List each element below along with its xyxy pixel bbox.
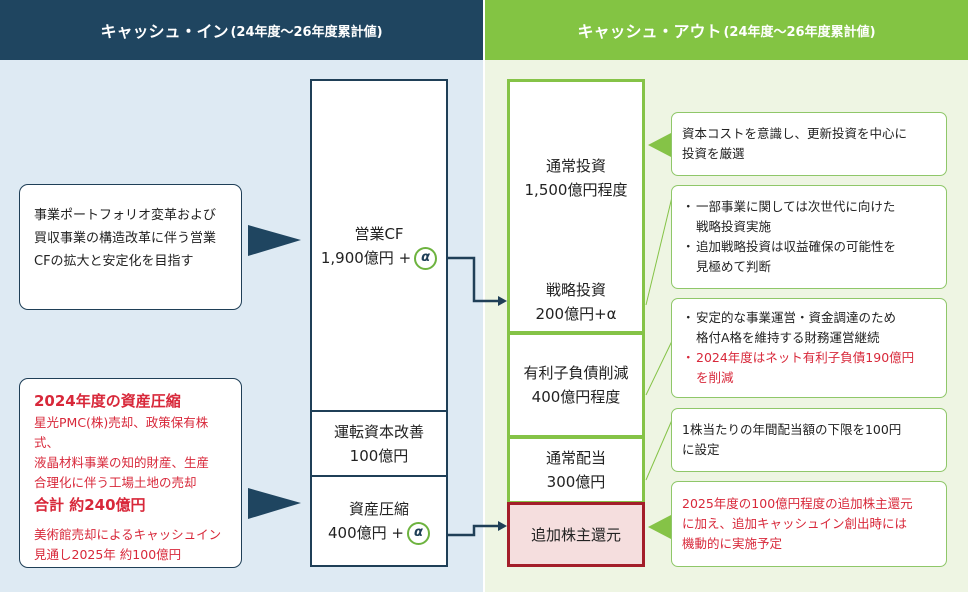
note4-pointer <box>645 419 673 481</box>
asset-compression-label: 資産圧縮 <box>348 500 409 518</box>
working-capital-label: 運転資本改善 <box>333 422 424 441</box>
dividend-box: 通常配当 300億円 <box>507 436 645 504</box>
bullet-dot: ・ <box>682 239 695 254</box>
left-pointer-1 <box>248 225 301 256</box>
debt-reduction-note: ・ 安定的な事業運営・資金調達のため 格付A格を維持する財務運営継続 ・ 202… <box>671 298 947 398</box>
note-line: を削減 <box>696 370 734 385</box>
asset-note-total: 合計 約240億円 <box>34 496 146 514</box>
left-pointer-2 <box>248 488 301 519</box>
note-line: 美術館売却によるキャッシュイン <box>34 527 222 542</box>
note-line: 液晶材料事業の知的財産、生産 <box>34 455 210 470</box>
note-line: 1株当たりの年間配当額の下限を100円 <box>682 422 902 437</box>
strategic-investment-label: 戦略投資 <box>545 280 606 299</box>
note-bullet-item: ・ 追加戦略投資は収益確保の可能性を 見極めて判断 <box>682 237 936 277</box>
alpha-icon: α <box>414 246 438 270</box>
normal-investment-box: 通常投資 1,500億円程度 <box>507 79 645 273</box>
cash-in-header: キャッシュ・イン (24年度〜26年度累計値) <box>0 0 483 60</box>
strategic-investment-box: 戦略投資 200億円+α <box>507 272 645 334</box>
operating-cf-value-row: 1,900億円 +α <box>320 246 438 270</box>
note-line: 星光PMC(株)売却、政策保有株式、 <box>34 415 209 450</box>
note-bullet-item: ・ 安定的な事業運営・資金調達のため 格付A格を維持する財務運営継続 <box>682 308 936 348</box>
note-bullet-item: ・ 一部事業に関しては次世代に向けた 戦略投資実施 <box>682 197 936 237</box>
note-line: CFの拡大と安定化を目指す <box>34 253 194 269</box>
asset-arrowhead <box>498 521 507 531</box>
note5-pointer <box>648 515 671 539</box>
asset-connector <box>438 524 498 537</box>
bullet-dot: ・ <box>682 199 695 214</box>
note-line: 機動的に実施予定 <box>682 536 783 551</box>
alpha-icon: α <box>406 522 430 545</box>
note1-pointer <box>648 133 671 157</box>
working-capital-value: 100億円 <box>349 446 409 465</box>
additional-return-label: 追加株主還元 <box>530 525 621 544</box>
additional-return-box: 追加株主還元 <box>507 502 645 567</box>
note3-pointer <box>645 340 673 396</box>
note-line: 一部事業に関しては次世代に向けた <box>696 199 896 214</box>
dividend-value: 300億円 <box>546 473 606 491</box>
note-line: 2025年度の100億円程度の追加株主還元 <box>682 496 913 511</box>
additional-return-note: 2025年度の100億円程度の追加株主還元 に加え、追加キャッシュイン創出時には… <box>671 481 947 567</box>
cash-out-header: キャッシュ・アウト (24年度〜26年度累計値) <box>485 0 968 60</box>
note-line: 合理化に伴う工場土地の売却 <box>34 475 197 490</box>
dividend-label: 通常配当 <box>545 449 606 467</box>
asset-compression-box: 資産圧縮 400億円 +α <box>310 475 448 567</box>
note-line: 事業ポートフォリオ変革および <box>34 208 217 223</box>
debt-reduction-label: 有利子負債削減 <box>523 364 629 382</box>
note-line: に加え、追加キャッシュイン創出時には <box>682 516 908 531</box>
note-line: 見通し2025年 約100億円 <box>34 547 182 562</box>
cash-in-title: キャッシュ・イン <box>100 22 229 41</box>
op-cf-arrowhead <box>498 296 507 306</box>
operating-cf-label: 営業CF <box>354 224 404 243</box>
asset-compression-value-row: 400億円 +α <box>328 521 430 545</box>
normal-investment-value: 1,500億円程度 <box>524 180 628 199</box>
operating-cf-box: 営業CF 1,900億円 +α <box>310 79 448 412</box>
normal-investment-note: 資本コストを意識し、更新投資を中心に 投資を厳選 <box>671 112 947 176</box>
cash-in-subtitle: (24年度〜26年度累計値) <box>230 24 383 40</box>
asset-compression-note: 2024年度の資産圧縮 星光PMC(株)売却、政策保有株式、 液晶材料事業の知的… <box>19 378 242 568</box>
strategic-investment-value: 200億円+α <box>535 304 617 323</box>
dividend-note: 1株当たりの年間配当額の下限を100円 に設定 <box>671 408 947 472</box>
note-line: 格付A格を維持する財務運営継続 <box>696 330 880 345</box>
asset-note-title: 2024年度の資産圧縮 <box>34 392 181 410</box>
note-line: 買収事業の構造改革に伴う営業 <box>34 230 217 246</box>
debt-reduction-value: 400億円程度 <box>531 388 621 406</box>
debt-reduction-box: 有利子負債削減 400億円程度 <box>507 332 645 438</box>
operating-cf-note: 事業ポートフォリオ変革および 買収事業の構造改革に伴う営業 CFの拡大と安定化を… <box>19 184 242 310</box>
bullet-dot: ・ <box>682 350 695 365</box>
cash-out-title: キャッシュ・アウト <box>577 22 722 41</box>
note-line: 追加戦略投資は収益確保の可能性を <box>696 239 897 254</box>
normal-investment-label: 通常投資 <box>545 156 606 175</box>
cash-out-subtitle: (24年度〜26年度累計値) <box>723 24 876 40</box>
working-capital-box: 運転資本改善 100億円 <box>310 410 448 477</box>
note2-pointer <box>645 196 673 306</box>
bullet-dot: ・ <box>682 310 695 325</box>
note-line: 資本コストを意識し、更新投資を中心に <box>682 126 908 141</box>
note-bullet-item: ・ 2024年度はネット有利子負債190億円 を削減 <box>682 348 936 388</box>
op-cf-connector <box>438 256 498 303</box>
note-line: 戦略投資実施 <box>696 219 772 234</box>
note-line: 投資を厳選 <box>682 146 745 161</box>
asset-compression-value: 400億円 + <box>328 524 404 542</box>
strategic-investment-note: ・ 一部事業に関しては次世代に向けた 戦略投資実施 ・ 追加戦略投資は収益確保の… <box>671 185 947 289</box>
operating-cf-value: 1,900億円 + <box>320 248 412 267</box>
note-line: に設定 <box>682 442 720 457</box>
note-line: 2024年度はネット有利子負債190億円 <box>696 350 915 365</box>
note-line: 見極めて判断 <box>696 259 772 274</box>
note-line: 安定的な事業運営・資金調達のため <box>696 310 897 325</box>
